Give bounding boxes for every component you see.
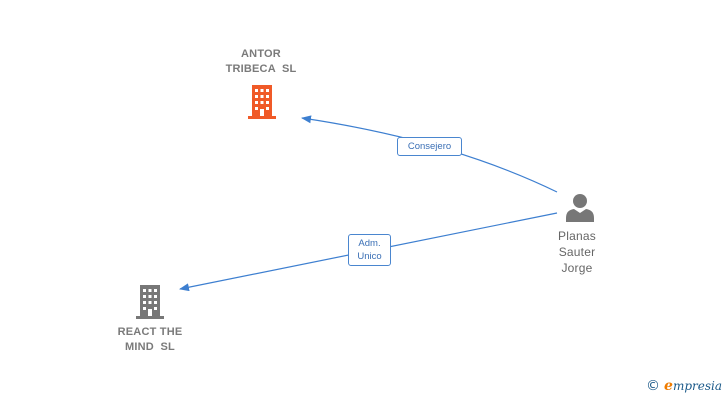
building-icon-react[interactable] <box>134 284 166 325</box>
empresia-logo: © empresia <box>646 378 722 394</box>
person-label[interactable]: Planas Sauter Jorge <box>537 228 617 276</box>
edge-label-text-line1: Adm. <box>358 238 381 249</box>
company-name-line1: REACT THE <box>117 326 183 338</box>
company-label-antor[interactable]: ANTOR TRIBECA SL <box>205 47 317 77</box>
company-name-line2: MIND SL <box>125 341 175 353</box>
brand-initial: e <box>664 378 673 394</box>
company-label-react[interactable]: REACT THE MIND SL <box>94 325 206 355</box>
company-name-line2: TRIBECA SL <box>225 63 297 75</box>
person-name-line2: Sauter <box>558 245 596 259</box>
copyright-icon: © <box>646 378 661 394</box>
company-name-line1: ANTOR <box>241 48 281 60</box>
edge-label-adm-unico[interactable]: Adm. Unico <box>348 234 391 266</box>
person-icon[interactable] <box>564 192 596 229</box>
person-name-line3: Jorge <box>561 261 593 275</box>
edge-label-text-line2: Unico <box>357 251 382 262</box>
edge-label-text: Consejero <box>407 141 452 152</box>
brand-name: mpresia <box>672 379 722 393</box>
edge-label-consejero[interactable]: Consejero <box>397 137 462 156</box>
person-name-line1: Planas <box>558 229 596 243</box>
building-icon-antor[interactable] <box>246 84 278 125</box>
